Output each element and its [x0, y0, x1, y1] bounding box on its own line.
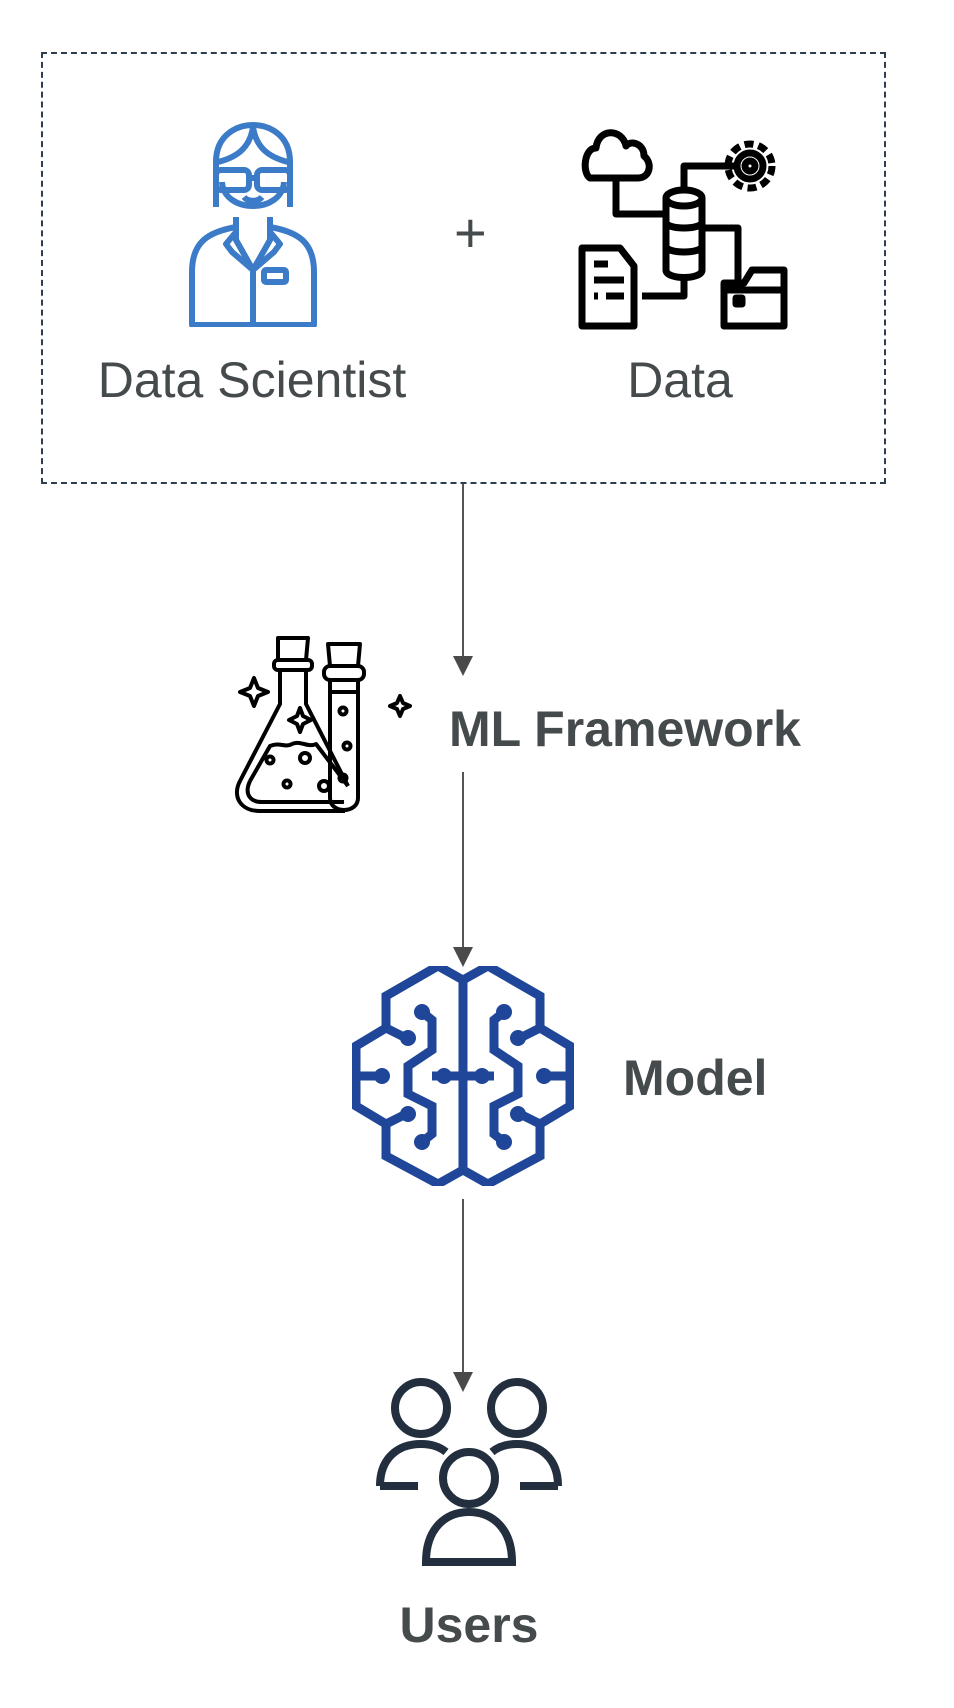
arrow-to-model: [453, 772, 473, 967]
users-label: Users: [399, 1597, 539, 1653]
ml-framework-label: ML Framework: [449, 701, 801, 757]
data-scientist-label: Data Scientist: [97, 352, 407, 408]
users-group-icon: [376, 1378, 562, 1566]
arrow-to-ml-framework: [453, 484, 473, 676]
arrow-to-users: [453, 1199, 473, 1392]
input-group-box: [41, 52, 886, 484]
scientist-icon: [189, 122, 317, 327]
lab-flask-icon: [234, 636, 412, 813]
data-pipeline-icon: [578, 129, 788, 330]
data-label: Data: [627, 352, 733, 408]
model-label: Model: [623, 1050, 768, 1106]
plus-sign: +: [454, 201, 487, 264]
brain-circuit-icon: [352, 966, 574, 1186]
